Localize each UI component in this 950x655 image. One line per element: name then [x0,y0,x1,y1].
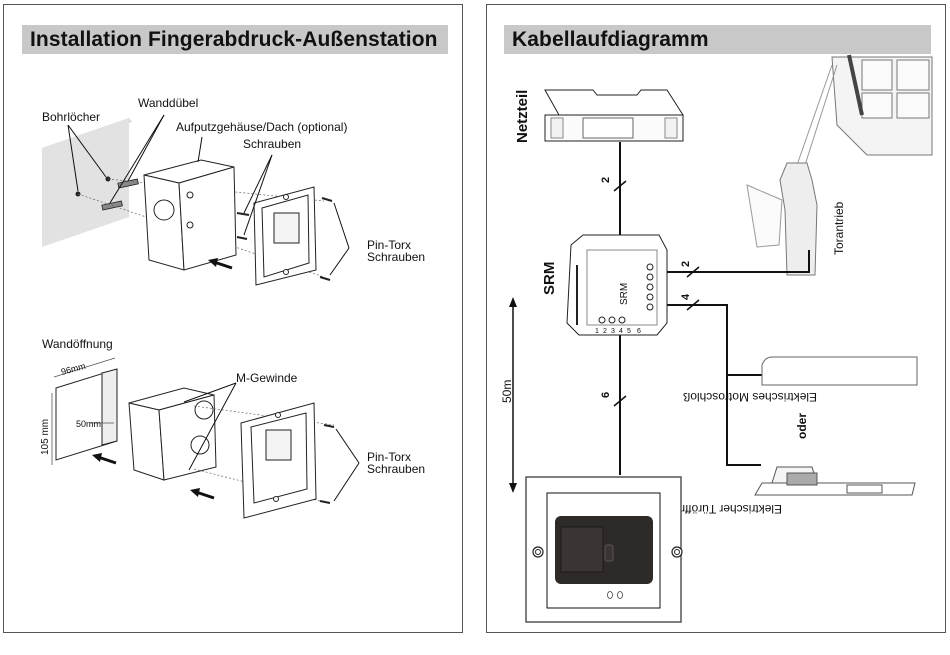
insert-arrow [92,453,117,465]
label-distance: 50m [500,380,514,403]
section-title-bar: Kabellaufdiagramm [504,25,931,54]
section-title-bar: Installation Fingerabdruck-Außenstation [22,25,448,54]
label-wall-plugs: Wanddübel [138,96,198,110]
srm-terminal-numbers: 1 2 3 4 5 6 [595,328,641,335]
label-door-opener: Elektrischer Türöffner [668,502,782,516]
motor-lock [761,356,918,386]
gate-drive-illustration [746,54,933,276]
label-m-thread: M-Gewinde [236,371,298,385]
svg-text:5: 5 [627,328,631,335]
label-motor-lock: Elektrisches Motroschloß [683,390,817,404]
label-screws: Schrauben [243,137,301,151]
label-power-supply: Netzteil [514,90,531,143]
wiring-diagram: Torantrieb Netzteil 2 2 4 6 [500,54,933,623]
screws [236,197,333,281]
label-gate-drive: Torantrieb [832,201,846,255]
insert-arrow [208,258,233,270]
wall-panel [42,118,132,247]
reader-plate [253,186,317,286]
label-pin-torx-1b: Schrauben [367,250,425,264]
door-opener [754,466,916,496]
wall-plugs [101,178,139,211]
flush-box [128,387,217,481]
distance-arrow [509,297,517,493]
label-srm: SRM [541,262,558,295]
svg-text:4: 4 [619,328,623,335]
label-pin-torx-2: Pin-Torx [367,450,411,464]
wire-count-lock: 4 [680,293,692,300]
section-title: Kabellaufdiagramm [512,28,709,51]
svg-text:3: 3 [611,328,615,335]
svg-text:2: 2 [603,328,607,335]
wall-opening-drawing [51,357,118,465]
label-pin-torx-2b: Schrauben [367,462,425,476]
installation-illustration: Bohrlöcher Wanddübel Aufputzgehäuse/Dach… [40,96,425,519]
label-housing: Aufputzgehäuse/Dach (optional) [176,120,347,134]
wire-count-power: 2 [600,177,612,183]
svg-text:1: 1 [595,328,599,335]
left-page: Installation Fingerabdruck-Außenstation [3,4,463,633]
dim-height: 105 mm [40,419,51,455]
label-pin-torx-1: Pin-Torx [367,238,411,252]
fingerprint-reader [525,476,683,623]
section-title: Installation Fingerabdruck-Außenstation [30,28,438,51]
insert-arrow [190,488,215,500]
wire-count-reader: 6 [600,392,612,398]
svg-text:6: 6 [637,328,641,335]
label-wall-opening: Wandöffnung [42,337,113,351]
dim-width: 96mm [60,361,87,377]
srm-inner-label: SRM [619,283,630,305]
srm-module [566,234,668,336]
reader-plate-flush [240,402,317,519]
label-or: oder [795,413,809,439]
right-page: Kabellaufdiagramm Torantrieb Netzteil [486,4,946,633]
wires [619,142,810,475]
label-drill-holes: Bohrlöcher [42,110,100,124]
wire-count-gate: 2 [680,261,692,267]
surface-housing [143,159,237,271]
dim-depth: 50mm [76,419,101,429]
power-supply [544,89,684,142]
